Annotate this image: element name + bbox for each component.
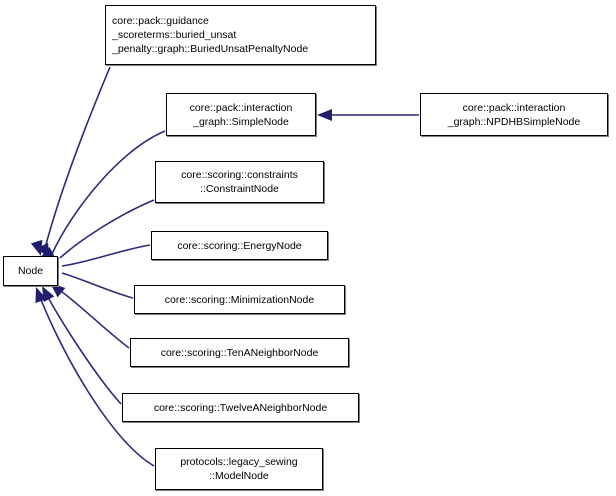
- class-label-constraint-node: core::scoring::constraints ::ConstraintN…: [181, 169, 298, 195]
- class-box-model-node[interactable]: protocols::legacy_sewing ::ModelNode: [155, 448, 323, 490]
- class-label-node-root: Node: [17, 265, 44, 277]
- edge-buried-unsat-penalty: [43, 66, 111, 253]
- class-label-minimization-node: core::scoring::MinimizationNode: [164, 293, 315, 306]
- edge-constraint-node: [59, 199, 155, 259]
- edge-model-node-arrowhead: [35, 287, 47, 304]
- class-box-minimization-node[interactable]: core::scoring::MinimizationNode: [134, 285, 345, 314]
- class-label-npdhb-simple-node: core::pack::interaction _graph::NPDHBSim…: [447, 101, 581, 128]
- class-label-twelvea-neighbor-node: core::scoring::TwelveANeighborNode: [153, 401, 328, 414]
- class-label-model-node: protocols::legacy_sewing ::ModelNode: [180, 456, 298, 482]
- class-box-twelvea-neighbor-node[interactable]: core::scoring::TwelveANeighborNode: [122, 393, 359, 422]
- edge-twelvea-neighbor-node: [43, 289, 122, 405]
- class-label-buried-unsat-penalty-node: core::pack::guidance _scoreterms::buried…: [112, 15, 309, 55]
- class-box-node-root[interactable]: Node: [3, 256, 58, 286]
- edge-tena-neighbor-node-arrowhead: [50, 283, 66, 298]
- edge-tena-neighbor-node: [53, 285, 130, 349]
- edge-model-node: [37, 291, 155, 467]
- class-label-energy-node: core::scoring::EnergyNode: [177, 239, 302, 252]
- edge-npdhb-simple-node-arrowhead: [317, 109, 332, 121]
- edge-minimization-node: [61, 272, 134, 299]
- edge-buried-unsat-penalty-arrowhead: [30, 239, 43, 256]
- class-box-buried-unsat-penalty-node[interactable]: core::pack::guidance _scoreterms::buried…: [105, 5, 376, 65]
- class-box-npdhb-simple-node[interactable]: core::pack::interaction _graph::NPDHBSim…: [420, 93, 608, 136]
- class-label-simple-node: core::pack::interaction _graph::SimpleNo…: [189, 101, 293, 128]
- class-box-energy-node[interactable]: core::scoring::EnergyNode: [151, 231, 328, 260]
- class-box-tena-neighbor-node[interactable]: core::scoring::TenANeighborNode: [130, 338, 349, 367]
- class-label-tena-neighbor-node: core::scoring::TenANeighborNode: [160, 346, 319, 359]
- edge-energy-node: [61, 244, 151, 267]
- class-box-constraint-node[interactable]: core::scoring::constraints ::ConstraintN…: [155, 161, 324, 203]
- class-box-simple-node[interactable]: core::pack::interaction _graph::SimpleNo…: [166, 93, 316, 136]
- edge-simple-node: [51, 130, 166, 255]
